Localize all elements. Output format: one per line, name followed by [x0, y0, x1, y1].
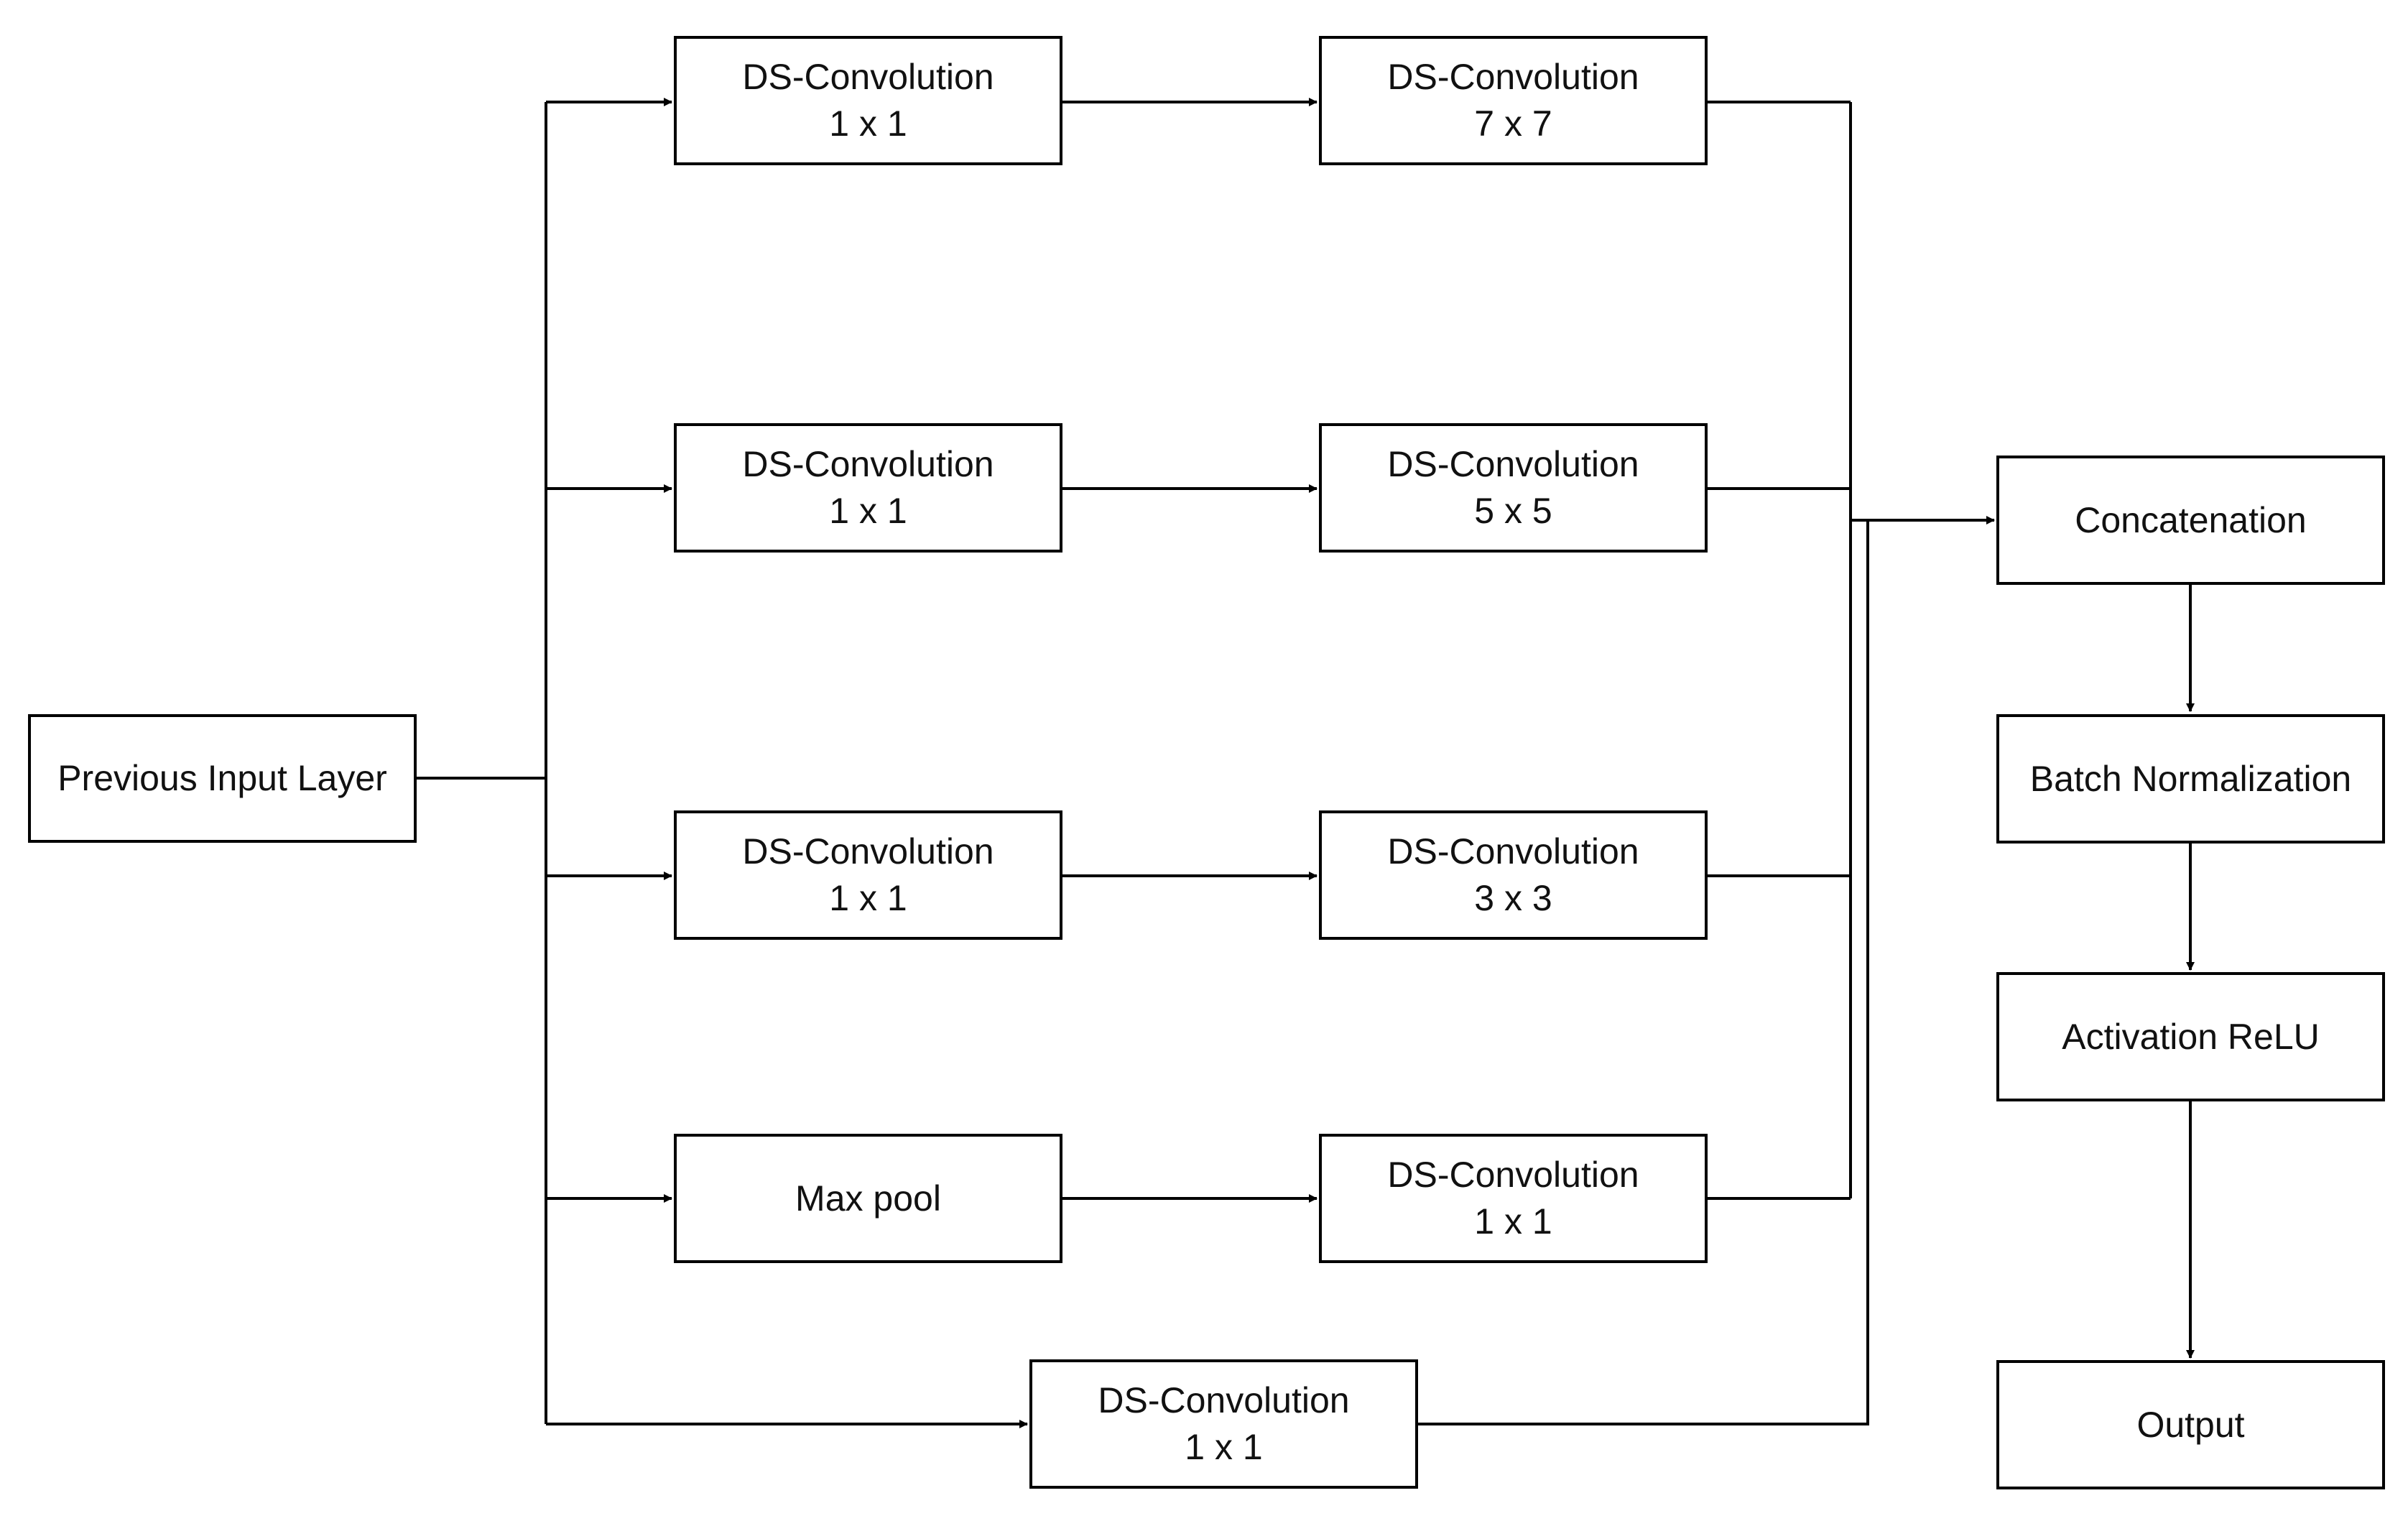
branch3-conv2-node: DS-Convolution 3 x 3: [1319, 810, 1708, 940]
branch4-maxpool-label: Max pool: [795, 1178, 941, 1219]
branch1-conv2-title: DS-Convolution: [1387, 57, 1639, 97]
branch5-conv-kernel: 1 x 1: [1185, 1427, 1263, 1467]
branch1-conv1-title: DS-Convolution: [742, 57, 994, 97]
previous-input-layer-node: Previous Input Layer: [28, 714, 417, 843]
activation-relu-node: Activation ReLU: [1996, 972, 2385, 1101]
output-node: Output: [1996, 1360, 2385, 1489]
branch3-conv2-kernel: 3 x 3: [1474, 878, 1552, 918]
branch4-conv-title: DS-Convolution: [1387, 1155, 1639, 1195]
batch-normalization-node: Batch Normalization: [1996, 714, 2385, 843]
branch2-conv1-title: DS-Convolution: [742, 444, 994, 484]
branch1-conv2-kernel: 7 x 7: [1474, 103, 1552, 144]
branch2-conv1-node: DS-Convolution 1 x 1: [674, 423, 1062, 553]
branch3-conv2-title: DS-Convolution: [1387, 831, 1639, 872]
branch4-conv-kernel: 1 x 1: [1474, 1201, 1552, 1242]
concatenation-label: Concatenation: [2075, 499, 2307, 540]
branch2-conv2-kernel: 5 x 5: [1474, 491, 1552, 531]
branch1-conv2-node: DS-Convolution 7 x 7: [1319, 36, 1708, 165]
branch3-conv1-kernel: 1 x 1: [829, 878, 907, 918]
branch2-conv1-kernel: 1 x 1: [829, 491, 907, 531]
activation-relu-label: Activation ReLU: [2062, 1016, 2320, 1057]
batch-normalization-label: Batch Normalization: [2029, 758, 2352, 799]
branch3-conv1-node: DS-Convolution 1 x 1: [674, 810, 1062, 940]
branch4-conv-node: DS-Convolution 1 x 1: [1319, 1134, 1708, 1263]
concatenation-node: Concatenation: [1996, 456, 2385, 585]
branch1-conv1-kernel: 1 x 1: [829, 103, 907, 144]
branch1-conv1-node: DS-Convolution 1 x 1: [674, 36, 1062, 165]
branch2-conv2-node: DS-Convolution 5 x 5: [1319, 423, 1708, 553]
branch4-maxpool-node: Max pool: [674, 1134, 1062, 1263]
branch5-conv-node: DS-Convolution 1 x 1: [1029, 1359, 1418, 1489]
output-label: Output: [2136, 1404, 2245, 1445]
branch5-conv-title: DS-Convolution: [1098, 1380, 1350, 1420]
branch3-conv1-title: DS-Convolution: [742, 831, 994, 872]
previous-input-layer-label: Previous Input Layer: [57, 758, 387, 798]
edge-b5-out: [1417, 520, 1869, 1425]
branch2-conv2-title: DS-Convolution: [1387, 444, 1639, 484]
